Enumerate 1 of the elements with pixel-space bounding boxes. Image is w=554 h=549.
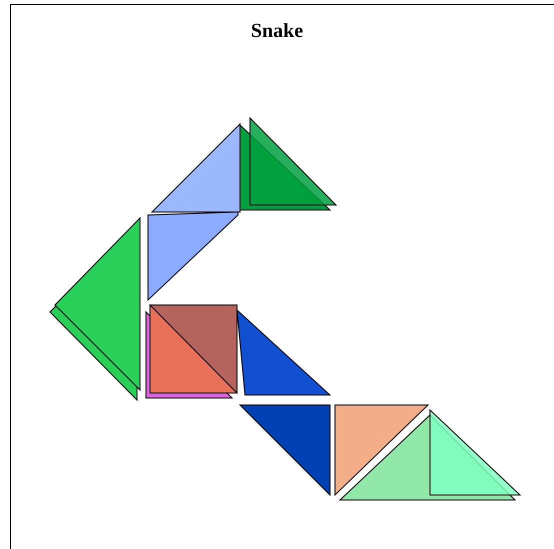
- title: Snake: [250, 20, 304, 43]
